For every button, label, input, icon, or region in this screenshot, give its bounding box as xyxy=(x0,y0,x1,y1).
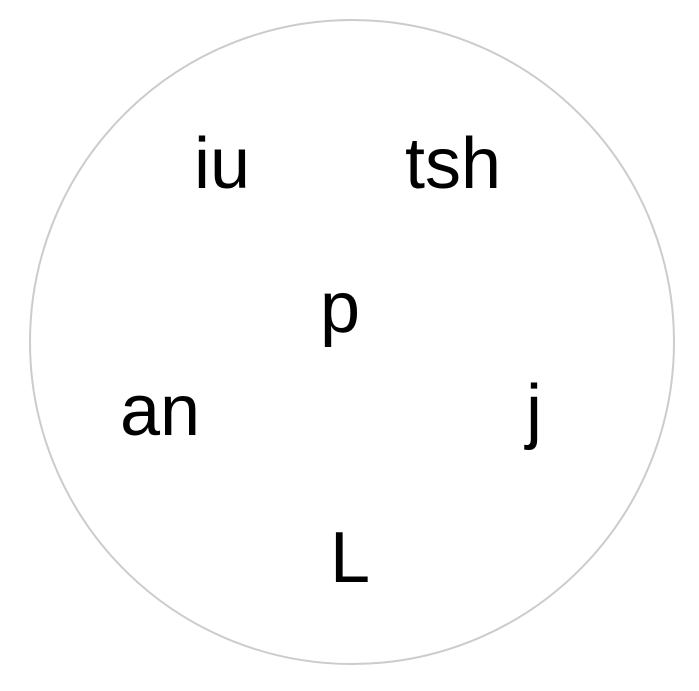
letter-token-p: p xyxy=(320,268,361,348)
letter-token-L: L xyxy=(330,518,371,598)
letter-token-tsh: tsh xyxy=(405,124,502,204)
circle-boundary xyxy=(29,19,675,665)
letter-token-j: j xyxy=(526,371,542,451)
letter-token-iu: iu xyxy=(194,124,251,204)
letter-token-an: an xyxy=(120,371,201,451)
